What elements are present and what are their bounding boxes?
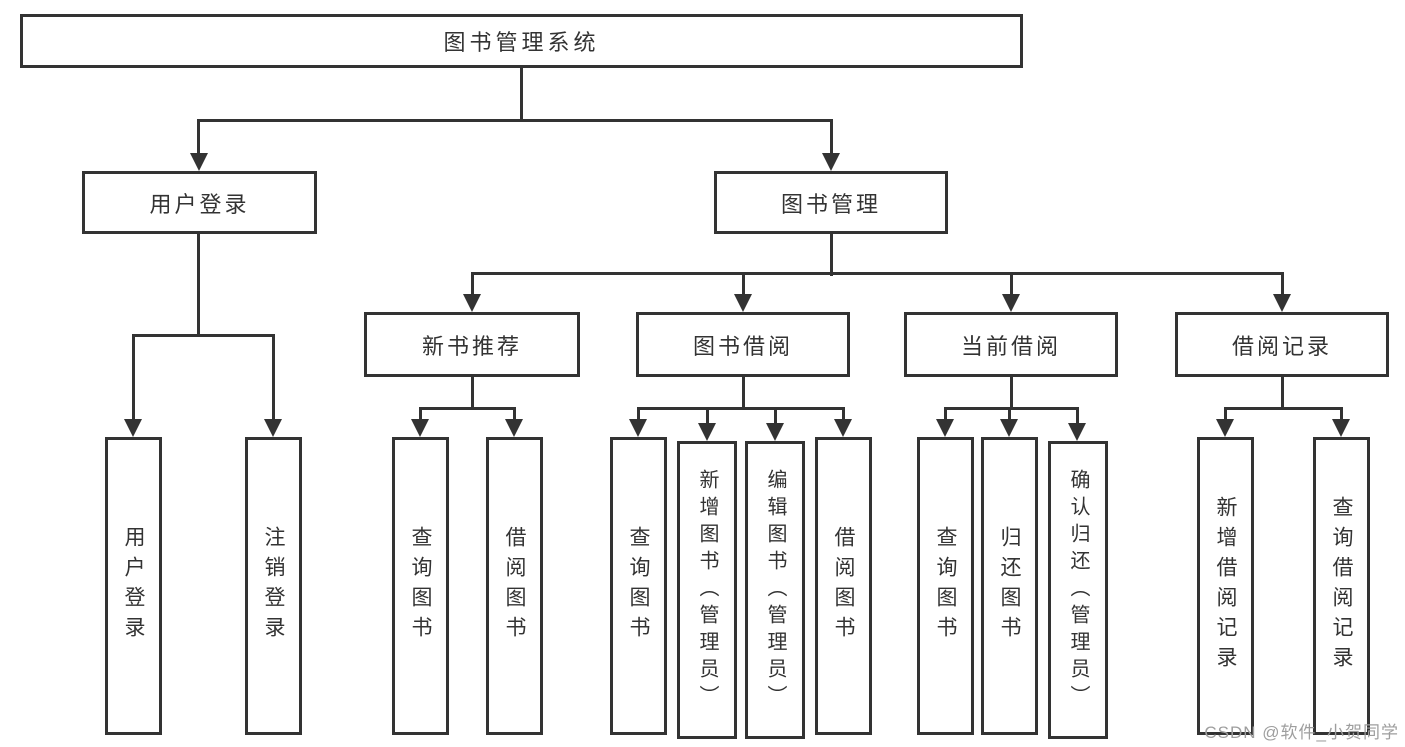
connector-borrowing-branch (637, 407, 844, 410)
connector-stub-bw-add (706, 407, 709, 423)
node-management: 图书管理 (714, 171, 948, 234)
arrow-to-cur-query (936, 419, 954, 437)
connector-stub-current-borrow (1010, 272, 1013, 296)
connector-stub-borrowing (742, 272, 745, 296)
leaf-bw-query-books: 查询图书 (610, 437, 667, 735)
leaf-cur-return-books: 归还图书 (981, 437, 1038, 735)
arrow-to-user-login (124, 419, 142, 437)
leaf-user-login-label: 用户登录 (122, 526, 145, 646)
connector-stub-nb-borrow (513, 407, 516, 421)
connector-stub-rec-add (1224, 407, 1227, 421)
connector-stub-cur-confirm (1076, 407, 1079, 423)
node-borrow-records: 借阅记录 (1175, 312, 1389, 377)
arrow-to-bw-query (629, 419, 647, 437)
connector-management-down (830, 234, 833, 276)
arrow-to-bw-edit (766, 423, 784, 441)
node-new-books: 新书推荐 (364, 312, 580, 377)
arrow-to-nb-query (411, 419, 429, 437)
connector-stub-bw-query (637, 407, 640, 421)
node-new-books-label: 新书推荐 (421, 333, 522, 359)
connector-stub-rec-query (1340, 407, 1343, 421)
node-root: 图书管理系统 (20, 14, 1023, 68)
leaf-bw-query-books-label: 查询图书 (627, 526, 650, 646)
connector-login-down (197, 234, 200, 337)
node-current-borrow-label: 当前借阅 (960, 333, 1061, 359)
arrow-to-logout (264, 419, 282, 437)
node-borrowing: 图书借阅 (636, 312, 850, 377)
connector-login-branch (132, 334, 275, 337)
leaf-cur-query-books-label: 查询图书 (934, 526, 957, 646)
connector-borrowing-down (742, 377, 745, 410)
node-login: 用户登录 (82, 171, 317, 234)
arrow-to-borrow-records (1273, 294, 1291, 312)
connector-stub-cur-return (1008, 407, 1011, 421)
arrow-to-borrowing (734, 294, 752, 312)
arrow-to-bw-add (698, 423, 716, 441)
leaf-rec-query-record: 查询借阅记录 (1313, 437, 1370, 735)
connector-stub-borrow-records (1281, 272, 1284, 296)
leaf-bw-edit-books-admin: 编辑图书（管理员） (745, 441, 805, 739)
leaf-rec-add-record: 新增借阅记录 (1197, 437, 1254, 735)
leaf-cur-confirm-return-admin-label: 确认归还（管理员） (1067, 468, 1089, 712)
connector-management-branch (471, 272, 1283, 275)
connector-new-books-branch (419, 407, 515, 410)
connector-new-books-down (471, 377, 474, 410)
leaf-bw-add-books-admin: 新增图书（管理员） (677, 441, 737, 739)
leaf-logout: 注销登录 (245, 437, 302, 735)
connector-stub-new-books (471, 272, 474, 296)
arrow-to-bw-borrow (834, 419, 852, 437)
leaf-bw-add-books-admin-label: 新增图书（管理员） (696, 468, 718, 712)
arrow-to-cur-return (1000, 419, 1018, 437)
node-borrowing-label: 图书借阅 (692, 333, 793, 359)
node-root-label: 图书管理系统 (443, 30, 600, 55)
csdn-watermark: CSDN @软件_小贺同学 (1204, 723, 1399, 742)
leaf-rec-query-record-label: 查询借阅记录 (1330, 496, 1353, 676)
leaf-cur-return-books-label: 归还图书 (998, 526, 1021, 646)
leaf-nb-query-books: 查询图书 (392, 437, 449, 735)
arrow-to-current-borrow (1002, 294, 1020, 312)
leaf-bw-borrow-books-label: 借阅图书 (832, 526, 855, 646)
leaf-nb-borrow-books: 借阅图书 (486, 437, 543, 735)
arrow-to-cur-confirm (1068, 423, 1086, 441)
leaf-user-login: 用户登录 (105, 437, 162, 735)
arrow-to-management (822, 153, 840, 171)
node-login-label: 用户登录 (149, 191, 250, 217)
connector-stub-bw-borrow (842, 407, 845, 421)
leaf-nb-query-books-label: 查询图书 (409, 526, 432, 646)
connector-stub-login (197, 119, 200, 155)
leaf-logout-label: 注销登录 (262, 526, 285, 646)
arrow-to-login (190, 153, 208, 171)
node-current-borrow: 当前借阅 (904, 312, 1118, 377)
connector-stub-management (830, 119, 833, 155)
node-borrow-records-label: 借阅记录 (1231, 333, 1332, 359)
arrow-to-rec-add (1216, 419, 1234, 437)
arrow-to-new-books (463, 294, 481, 312)
connector-stub-cur-query (944, 407, 947, 421)
leaf-bw-edit-books-admin-label: 编辑图书（管理员） (764, 468, 786, 712)
arrow-to-rec-query (1332, 419, 1350, 437)
leaf-rec-add-record-label: 新增借阅记录 (1214, 496, 1237, 676)
node-management-label: 图书管理 (780, 191, 881, 217)
connector-current-down (1010, 377, 1013, 410)
leaf-cur-query-books: 查询图书 (917, 437, 974, 735)
connector-records-branch (1224, 407, 1342, 410)
leaf-bw-borrow-books: 借阅图书 (815, 437, 872, 735)
connector-stub-logout (272, 334, 275, 420)
connector-current-branch (944, 407, 1079, 410)
connector-root-down (520, 68, 523, 121)
arrow-to-nb-borrow (505, 419, 523, 437)
leaf-nb-borrow-books-label: 借阅图书 (503, 526, 526, 646)
connector-records-down (1281, 377, 1284, 410)
connector-root-branch (197, 119, 833, 122)
connector-stub-user-login (132, 334, 135, 420)
leaf-cur-confirm-return-admin: 确认归还（管理员） (1048, 441, 1108, 739)
connector-stub-bw-edit (774, 407, 777, 423)
connector-stub-nb-query (419, 407, 422, 421)
